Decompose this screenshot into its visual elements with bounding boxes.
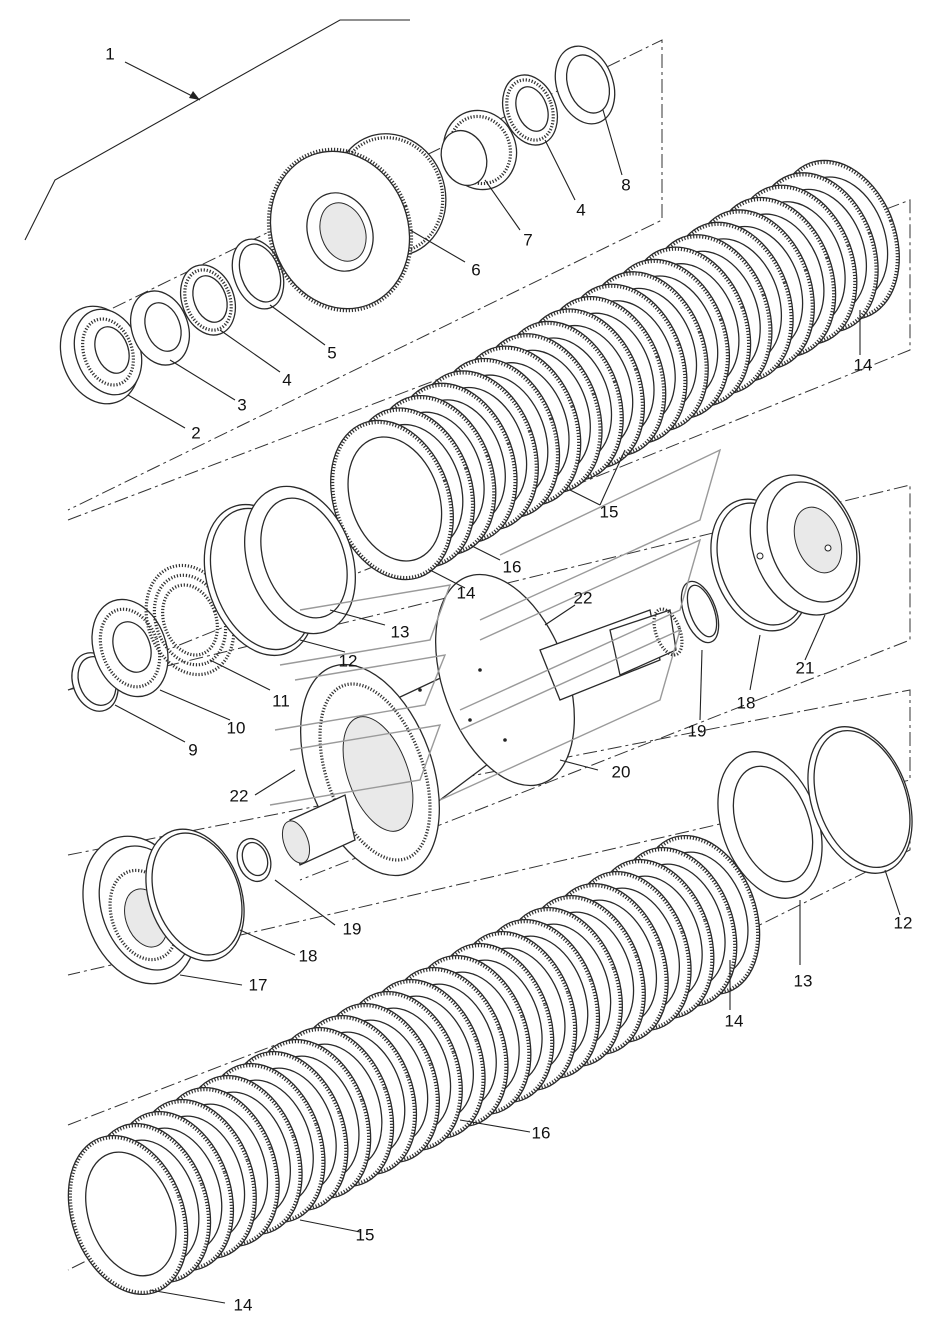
callout-11: 11 (272, 691, 290, 710)
pressure-plate-13-upper (244, 485, 356, 635)
callout-22: 22 (574, 588, 593, 607)
snap-ring-19-upper (680, 580, 720, 644)
callout-4: 4 (282, 370, 291, 389)
callout-20: 20 (612, 762, 631, 781)
thrust-bearing-4-left (179, 264, 237, 336)
snap-ring-19-lower (236, 837, 272, 883)
callout-2: 2 (191, 423, 200, 442)
callout-13: 13 (391, 622, 410, 641)
needle-bearing-7 (440, 109, 518, 191)
seal-ring-8 (554, 45, 616, 125)
callout-3: 3 (237, 395, 246, 414)
drum-20 (281, 573, 684, 877)
callout-19: 19 (688, 721, 707, 740)
callout-14: 14 (725, 1011, 744, 1030)
callout-15: 15 (600, 502, 619, 521)
disc-stack-upper (330, 159, 900, 581)
callout-13: 13 (794, 971, 813, 990)
callout-17: 17 (249, 975, 268, 994)
ring-5 (231, 238, 285, 310)
outline-lower (67, 689, 911, 976)
callout-9: 9 (188, 740, 197, 759)
callout-5: 5 (327, 343, 336, 362)
callout-6: 6 (471, 260, 480, 279)
callout-8: 8 (621, 175, 630, 194)
seal-18-lower (145, 828, 245, 962)
callout-18: 18 (299, 946, 318, 965)
callout-14: 14 (457, 583, 476, 602)
clutch-disc (330, 419, 454, 581)
callout-22: 22 (230, 786, 249, 805)
watermark-logo (269, 448, 722, 806)
callout-12: 12 (339, 651, 358, 670)
disc-stack-lower (67, 834, 761, 1296)
callout-12: 12 (894, 913, 913, 932)
callout-14: 14 (234, 1295, 253, 1314)
callout-18: 18 (737, 693, 756, 712)
callout-19: 19 (343, 919, 362, 938)
piston-21 (749, 474, 861, 616)
callout-21: 21 (796, 658, 815, 677)
callout-16: 16 (503, 557, 522, 576)
clutch-disc (67, 1134, 189, 1296)
callout-7: 7 (523, 230, 532, 249)
assembly-bracket (24, 19, 410, 241)
callout-labels: 1 2 3 4 4 5 6 7 8 9 10 11 12 12 13 13 14… (105, 44, 912, 1314)
washer-3 (130, 290, 190, 366)
snap-ring-12-lower (807, 726, 913, 874)
callout-1: 1 (105, 44, 114, 63)
pressure-plate-13-lower (717, 751, 823, 899)
thrust-bearing-4-right (501, 74, 559, 146)
gear-6 (266, 133, 447, 313)
callout-14: 14 (854, 355, 873, 374)
callout-4: 4 (576, 200, 585, 219)
callout-15: 15 (356, 1225, 375, 1244)
callout-10: 10 (227, 718, 246, 737)
leader-lines (114, 109, 901, 1304)
callout-16: 16 (532, 1123, 551, 1142)
